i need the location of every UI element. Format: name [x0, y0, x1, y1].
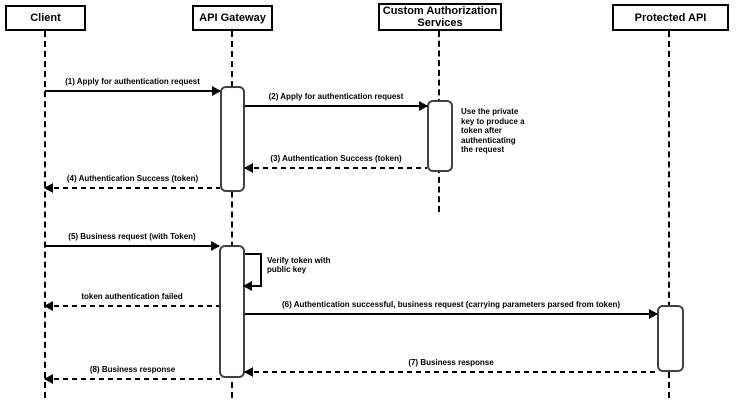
arrowhead-right-icon [649, 309, 658, 319]
message-8-line [45, 378, 220, 380]
actor-client: Client [5, 5, 86, 31]
arrowhead-left-icon [244, 163, 253, 173]
message-2-label: (2) Apply for authentication request [268, 92, 404, 101]
arrowhead-left-icon [44, 374, 53, 384]
activation-api-gateway-auth [220, 86, 245, 192]
arrowhead-right-icon [211, 241, 220, 251]
message-5-label: (5) Business request (with Token) [68, 232, 196, 241]
message-1-label: (1) Apply for authentication request [65, 77, 200, 86]
message-7-label: (7) Business response [408, 358, 494, 367]
message-fail-line [45, 305, 219, 307]
activation-api-gateway-business [219, 245, 245, 378]
message-5-line [45, 245, 219, 247]
self-message-verify-token-label: Verify token with public key [267, 256, 331, 274]
arrowhead-left-icon [44, 183, 53, 193]
message-8-label: (8) Business response [89, 365, 176, 374]
note-private-key: Use the private key to produce a token a… [461, 107, 525, 154]
message-7-line [245, 371, 657, 373]
arrowhead-left-icon [244, 367, 253, 377]
lifeline-client [44, 31, 46, 398]
self-message-verify-token-loop [243, 253, 262, 291]
message-4-label: (4) Authentication Success (token) [66, 174, 199, 183]
message-6-label: (6) Authentication successful, business … [281, 300, 621, 309]
actor-api-gateway-label: API Gateway [199, 12, 266, 24]
message-fail-label: token authentication failed [81, 292, 183, 301]
actor-protected-api-label: Protected API [634, 11, 707, 24]
arrowhead-left-icon [44, 301, 53, 311]
actor-api-gateway: API Gateway [192, 5, 273, 31]
arrowhead-right-icon [419, 101, 428, 111]
actor-client-label: Client [30, 12, 61, 24]
message-4-line [45, 187, 220, 189]
actor-protected-api: Protected API [612, 4, 729, 31]
message-3-line [245, 167, 427, 169]
arrowhead-left-icon [243, 281, 252, 291]
activation-custom-authorization-services [427, 100, 453, 172]
activation-protected-api [657, 305, 684, 372]
actor-custom-authorization-services-label: Custom Authorization Services [382, 5, 498, 29]
message-1-line [45, 90, 220, 92]
arrowhead-right-icon [212, 86, 221, 96]
message-3-label: (3) Authentication Success (token) [270, 154, 402, 163]
lifeline-protected-api [668, 31, 670, 398]
message-6-line [245, 313, 657, 315]
message-2-line [245, 105, 427, 107]
actor-custom-authorization-services: Custom Authorization Services [378, 3, 502, 31]
lifeline-api-gateway [231, 31, 233, 398]
